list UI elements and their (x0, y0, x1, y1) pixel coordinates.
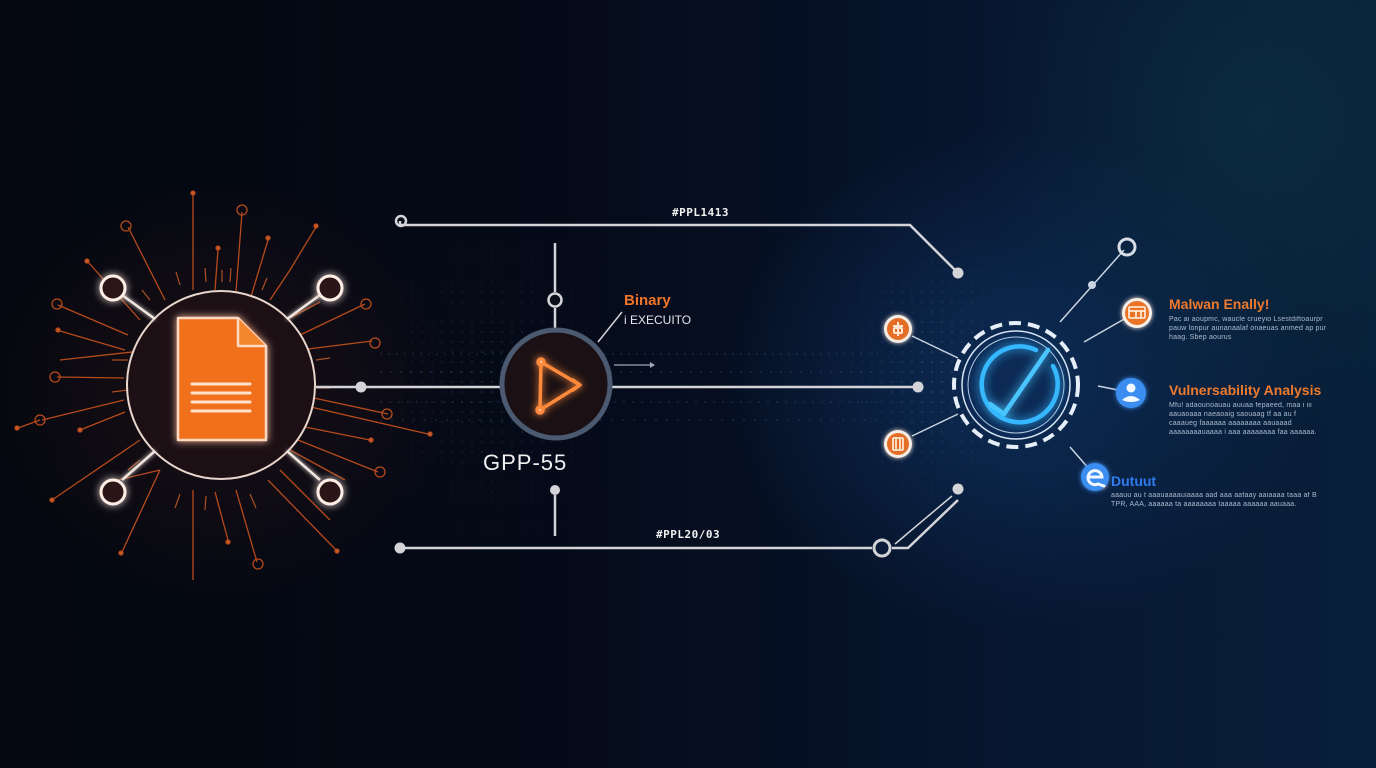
plug-icon (893, 322, 903, 336)
pad-connectors (121, 293, 321, 481)
bottom-connector-tag: #PPL20/03 (656, 528, 721, 541)
top-connector-tag: #PPL1413 (672, 206, 729, 219)
process-node-name: GPP-55 (483, 450, 568, 475)
data-stream-lines (380, 353, 880, 421)
document-icon (176, 316, 268, 442)
output-badge-output (1081, 463, 1109, 491)
circuit-rays (14, 190, 433, 580)
process-label: Binary (624, 292, 671, 309)
chip-icon (892, 437, 904, 451)
side-badge-plug (884, 315, 912, 343)
process-node (499, 327, 613, 441)
play-triangle-icon (535, 357, 582, 415)
checkmark-icon (979, 344, 1060, 425)
output-vulnerability-description: Mfu! adaounoauau auuaa fepaeed, maa i ii… (1169, 402, 1317, 436)
output-vulnerability: Vulnersability Analysis Mfu! adaounoauau… (1169, 382, 1322, 437)
branch-endpoint-ring (1117, 237, 1137, 257)
output-malware: Malwan Enally! Pac ai aoupmc, waucle cru… (1169, 296, 1339, 342)
refresh-e-icon (1086, 469, 1106, 488)
result-node (952, 321, 1080, 449)
output-output-title: Dutuut (1111, 473, 1157, 489)
connector-endpoints (355, 214, 964, 558)
branch-endpoint-dot (1088, 281, 1096, 289)
output-badge-vulnerability (1116, 378, 1146, 408)
pad-rings (99, 274, 344, 506)
output-malware-description: Pac ai aoupmc, waucle crueyio Lsestdifto… (1169, 316, 1327, 341)
output-vulnerability-title: Vulnersability Analysis (1169, 382, 1322, 398)
connector-lines (316, 221, 959, 550)
output-malware-title: Malwan Enally! (1169, 296, 1270, 312)
input-node (14, 190, 433, 580)
output-output-description: aaauu au t aaauaaaauiaaaa aad aaa aafaay… (1111, 492, 1317, 508)
user-icon (1122, 383, 1140, 402)
output-output: Dutuut aaauu au t aaauaaaauiaaaa aad aaa… (1111, 473, 1321, 509)
side-badge-chip (884, 430, 912, 458)
output-badge-malware (1122, 298, 1152, 328)
process-sublabel: i EXECUITO (624, 313, 692, 327)
grid-box-icon (1128, 306, 1146, 319)
